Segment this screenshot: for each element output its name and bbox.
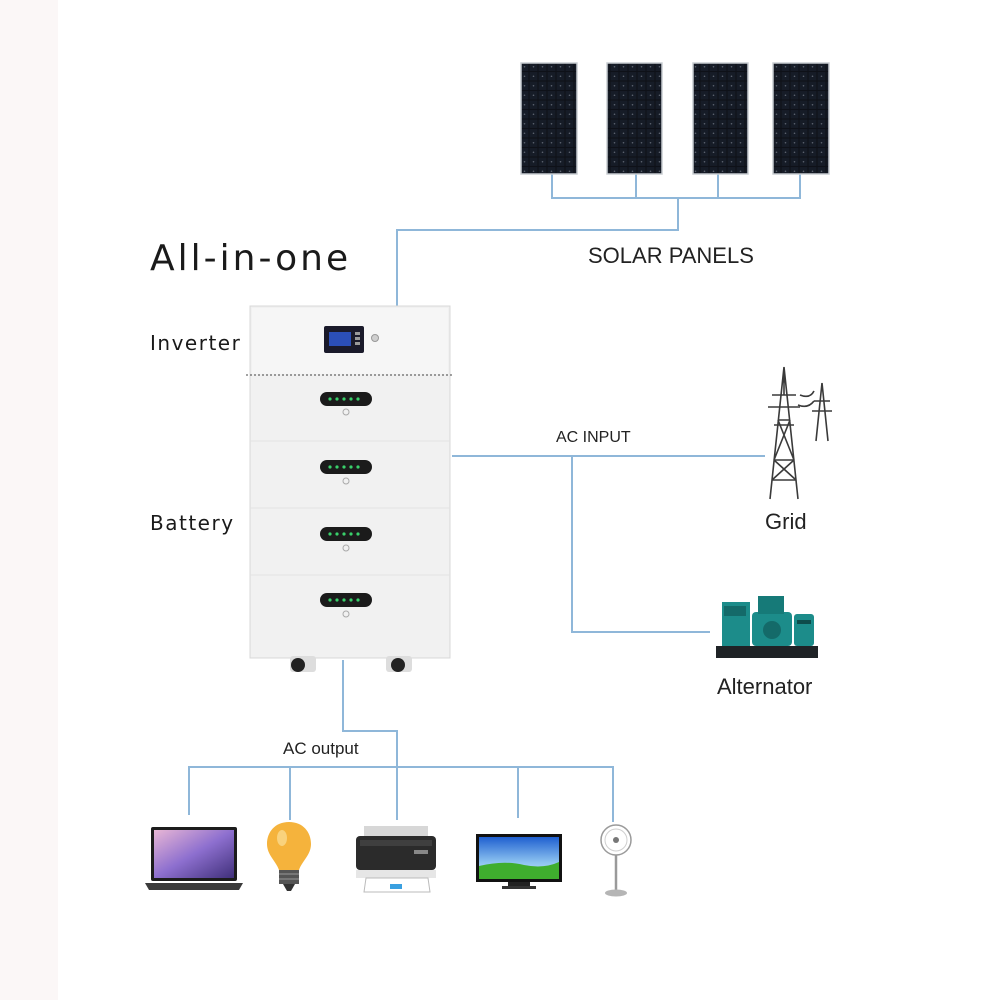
diagram-title: All-in-one bbox=[150, 238, 352, 279]
left-margin bbox=[0, 0, 58, 1000]
solar-panel-icon bbox=[606, 62, 663, 175]
solar-panel-icon bbox=[520, 62, 578, 175]
generator-icon bbox=[716, 596, 818, 658]
ac-output-label: AC output bbox=[283, 739, 359, 758]
solar-panels bbox=[520, 62, 830, 175]
solar-panel-icon bbox=[692, 62, 749, 175]
laptop-icon bbox=[145, 827, 243, 890]
wheels bbox=[290, 656, 412, 672]
tv-icon bbox=[476, 834, 562, 889]
ac-input-wire bbox=[452, 455, 765, 633]
inverter-label: Inverter bbox=[150, 331, 242, 355]
solar-panels-label: SOLAR PANELS bbox=[588, 243, 754, 268]
grid-label: Grid bbox=[765, 509, 807, 534]
battery-label: Battery bbox=[150, 511, 235, 535]
fan-icon bbox=[600, 824, 632, 897]
printer-icon bbox=[356, 826, 436, 893]
solar-panel-icon bbox=[772, 62, 830, 175]
battery-module bbox=[250, 527, 450, 576]
light-bulb-icon bbox=[267, 822, 311, 891]
battery-module bbox=[250, 392, 450, 442]
inverter-display bbox=[324, 326, 379, 353]
all-in-one-unit-icon bbox=[246, 305, 454, 672]
ac-input-label: AC INPUT bbox=[556, 429, 631, 446]
battery-module bbox=[250, 460, 450, 509]
battery-module bbox=[320, 593, 372, 618]
solar-wire bbox=[396, 174, 801, 308]
alternator-label: Alternator bbox=[717, 674, 813, 699]
power-tower-icon bbox=[768, 366, 832, 500]
ac-output-wire bbox=[188, 660, 614, 822]
